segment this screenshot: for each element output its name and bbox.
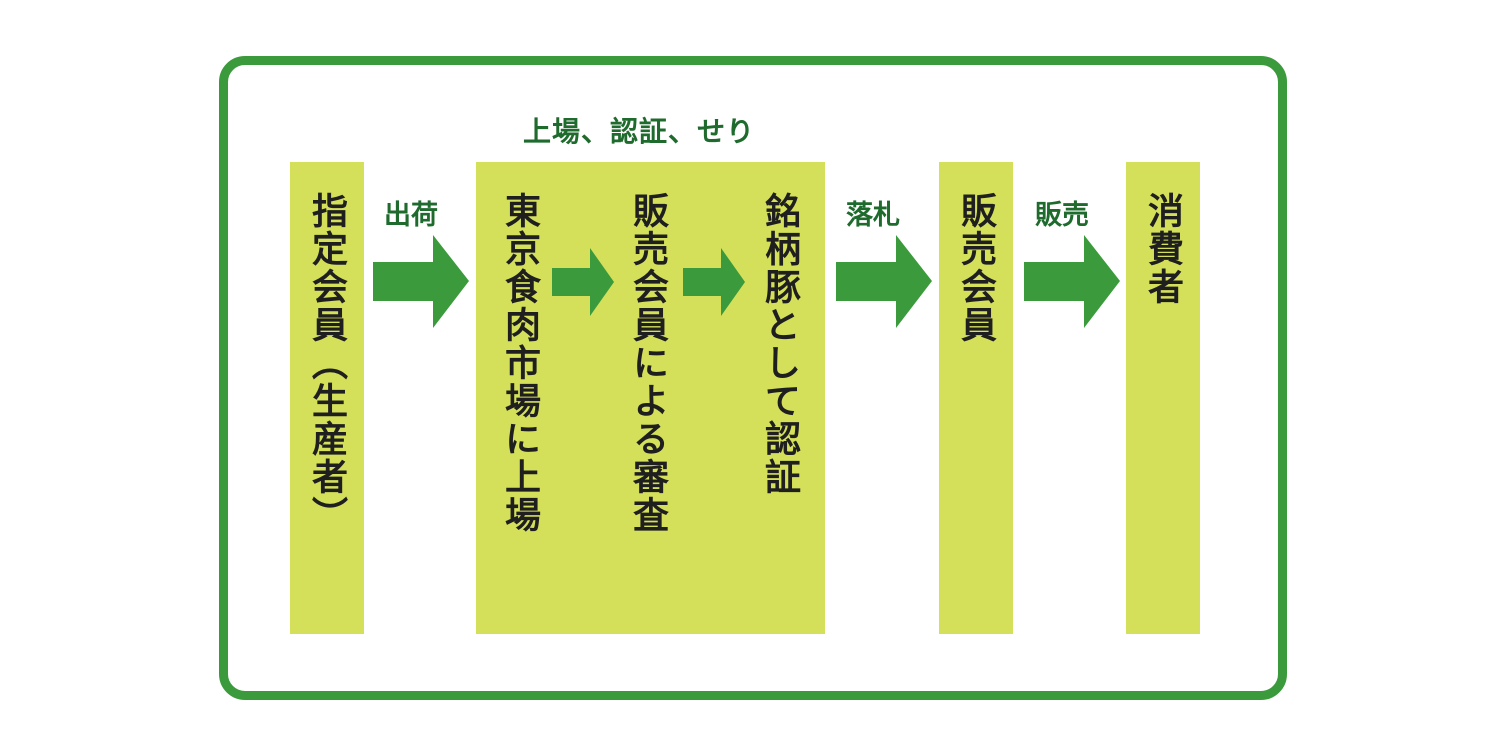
- arrow-winning-bid: [836, 235, 932, 328]
- node-consumer: 消費者: [1142, 192, 1183, 306]
- edge-label-shipment: 出荷: [384, 200, 438, 231]
- arrow-sale: [1024, 235, 1120, 328]
- edge-label-winning-bid: 落札: [846, 200, 900, 231]
- edge-label-sale: 販売: [1035, 200, 1089, 231]
- box-producer: [290, 162, 364, 634]
- box-market-process: [476, 162, 825, 634]
- node-review: 販売会員による審査: [627, 192, 668, 534]
- node-producer: 指定会員（生産者）: [306, 192, 347, 534]
- box-consumer: [1126, 162, 1200, 634]
- arrow-review-to-brand: [683, 248, 745, 316]
- node-seller: 販売会員: [955, 192, 996, 344]
- process-group-label: 上場、認証、せり: [523, 115, 756, 148]
- node-market: 東京食肉市場に上場: [499, 192, 540, 534]
- node-brand: 銘柄豚として認証: [759, 192, 800, 496]
- arrow-market-to-review: [552, 248, 614, 316]
- arrow-shipment: [373, 235, 469, 328]
- box-seller: [939, 162, 1013, 634]
